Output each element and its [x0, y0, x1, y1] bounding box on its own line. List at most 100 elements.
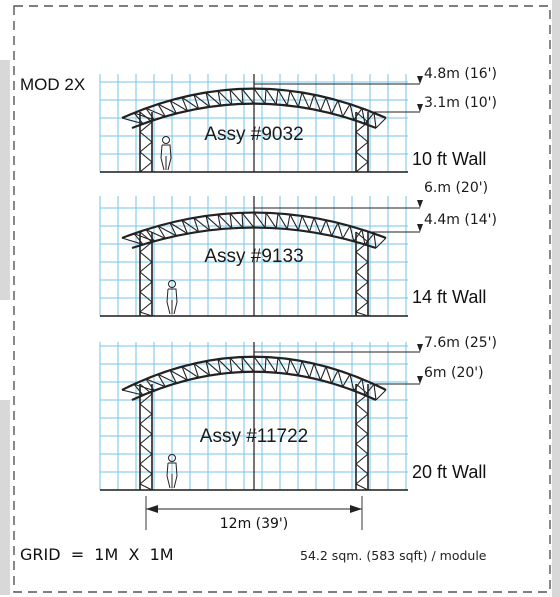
roof-web — [264, 212, 267, 228]
roof-web — [229, 357, 244, 373]
column-web — [139, 251, 153, 263]
roof-web — [373, 233, 377, 249]
assy-label: Assy #11722 — [200, 426, 308, 447]
height-dimensions: 7.6m (25')6m (20') — [254, 335, 497, 385]
roof-web — [297, 92, 303, 108]
roof-web — [364, 112, 375, 125]
roof-truss — [121, 355, 387, 401]
roof-web — [289, 214, 299, 231]
ridge-arrow — [417, 344, 423, 352]
roof-web — [353, 107, 363, 121]
roof-web — [301, 360, 310, 378]
roof-web — [145, 378, 166, 388]
person-body — [166, 288, 178, 315]
person-body — [166, 462, 178, 489]
person-head — [162, 136, 170, 144]
column-web — [139, 301, 153, 313]
area-caption: 54.2 sqm. (583 sqft) / module — [300, 548, 487, 563]
roof-web — [145, 107, 166, 118]
roof-web — [121, 117, 144, 125]
column-web — [355, 301, 369, 313]
person-head — [168, 280, 176, 288]
roof-web — [337, 100, 344, 117]
column-web — [139, 271, 153, 283]
roof-web — [373, 112, 377, 129]
column-web — [139, 151, 153, 163]
column-web — [355, 231, 369, 243]
span-arrow-left — [146, 505, 158, 513]
column-web — [355, 473, 369, 485]
roof-web — [331, 369, 339, 384]
left-edge-shade — [0, 60, 10, 300]
left-edge-shade-lower — [0, 400, 10, 595]
roof-web — [337, 222, 344, 239]
roof-web — [277, 213, 288, 230]
roof-web — [133, 383, 155, 392]
roof-web — [157, 225, 177, 237]
roof-web — [313, 363, 322, 381]
roof-web — [297, 215, 303, 231]
dashed-frame — [13, 5, 551, 593]
column-web — [355, 413, 369, 425]
roof-web — [331, 100, 339, 114]
module-title: MOD 2X — [20, 75, 85, 94]
roof-web — [331, 222, 339, 237]
roof-web — [229, 213, 244, 229]
right-edge-shade — [552, 0, 560, 597]
roof-web — [133, 233, 155, 242]
roof-web — [286, 90, 291, 106]
roof-web — [169, 222, 188, 235]
column-web — [139, 393, 153, 405]
roof-web — [193, 363, 200, 378]
roof-web — [217, 90, 233, 105]
roof-web — [169, 369, 188, 381]
ridge-height-label: 7.6m (25') — [424, 335, 497, 351]
grid-caption: GRID = 1M X 1M — [20, 545, 174, 564]
roof-web — [241, 88, 255, 104]
roof-web — [308, 363, 315, 378]
column-web — [355, 251, 369, 263]
roof-web — [320, 219, 327, 234]
roof-web — [157, 103, 177, 115]
eave-height-label: 3.1m (10') — [424, 95, 497, 111]
roof-web — [145, 229, 155, 242]
person-body — [160, 144, 172, 171]
roof-web — [217, 90, 222, 106]
roof-web — [157, 225, 166, 239]
roof-web — [264, 88, 267, 104]
roof-web — [181, 366, 188, 381]
roof-web — [373, 384, 377, 401]
ridge-arrow — [417, 200, 423, 208]
roof-web — [181, 97, 188, 112]
roof-web — [217, 214, 233, 229]
person-scale-icon — [160, 136, 172, 171]
roof-web — [181, 219, 199, 233]
roof-web — [265, 356, 277, 373]
roof-web — [253, 88, 266, 105]
roof-web — [308, 94, 315, 109]
column-web — [355, 433, 369, 445]
person-head — [168, 454, 176, 462]
roof-web — [301, 92, 310, 109]
wall-label: 20 ft Wall — [412, 462, 486, 482]
roof-web — [275, 89, 279, 105]
roof-web — [353, 378, 363, 391]
roof-web — [320, 97, 327, 112]
roof-web — [121, 237, 144, 245]
roof-web — [217, 358, 233, 374]
roof-web — [169, 100, 188, 112]
roof-web — [353, 229, 363, 242]
roof-web — [364, 383, 375, 396]
column-web — [355, 443, 369, 455]
wall-label: 10 ft Wall — [412, 149, 486, 169]
roof-web — [241, 356, 244, 373]
eave-arrow — [417, 376, 423, 384]
column-web — [355, 311, 369, 317]
roof-web — [253, 212, 266, 229]
roof-web — [157, 374, 166, 387]
roof-web — [313, 217, 322, 234]
roof-web — [229, 213, 233, 229]
roof-web — [286, 359, 291, 374]
roof-web — [229, 89, 233, 105]
